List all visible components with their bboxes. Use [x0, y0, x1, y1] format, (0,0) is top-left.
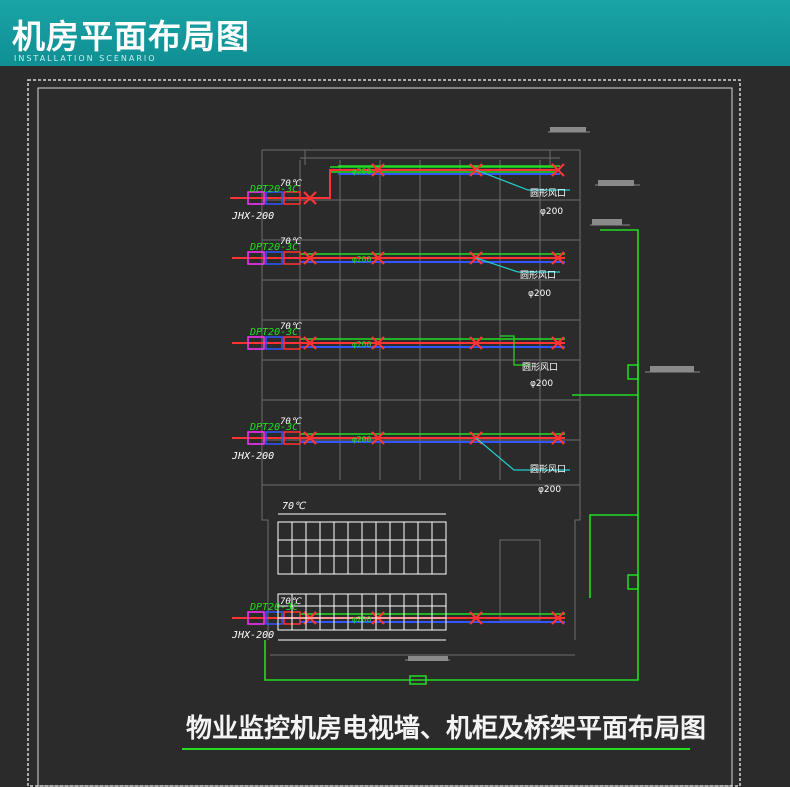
unit-1-temp: 70℃	[280, 179, 302, 189]
unit-5-temp: 70℃	[280, 597, 302, 607]
unit-4-model: DPT20-3C	[249, 422, 298, 433]
unit-5-model: DPT20-3C	[249, 602, 298, 613]
unit-1-model: DPT20-3C	[249, 184, 298, 195]
pipe-dia-4: φ200	[352, 435, 371, 444]
duct-row-3	[232, 335, 565, 366]
duct-row-2	[232, 251, 565, 265]
room-grid	[261, 149, 581, 656]
vent-3-label: 圆形风口	[522, 361, 558, 373]
unit-3-temp: 70℃	[280, 322, 302, 332]
vent-4-label: 圆形风口	[530, 463, 566, 475]
unit-5-code: JHX-200	[231, 630, 274, 641]
tray-junction-3	[409, 675, 427, 685]
pipe-dia-2: φ200	[352, 255, 371, 264]
drawing-caption: 物业监控机房电视墙、机柜及桥架平面布局图	[186, 714, 707, 744]
rack-temp: 70℃	[282, 501, 307, 512]
cable-tray	[264, 166, 639, 681]
page-subtitle: INSTALLATION SCENARIO	[14, 54, 157, 63]
vent-1-label: 圆形风口	[530, 187, 566, 199]
unit-4-code: JHX-200	[231, 451, 274, 462]
rack-grid	[277, 513, 447, 641]
unit-3-model: DPT20-3C	[249, 327, 298, 338]
pipe-dia-1: φ200	[352, 167, 371, 176]
vent-2-label: 圆形风口	[520, 269, 556, 281]
floor-plan: 70℃ DPT20-3C JHX-200 70℃ DPT20-3C 70℃ DP…	[27, 79, 741, 787]
callout-blocks	[408, 127, 694, 661]
vent-labels: 圆形风口 φ200 圆形风口 φ200 圆形风口 φ200 圆形风口 φ200	[520, 187, 566, 495]
pipe-dia-labels: φ200 φ200 φ200 φ200 φ200	[352, 167, 371, 624]
vent-1-dia: φ200	[540, 207, 563, 217]
drawing-frame-outer	[27, 79, 741, 787]
cad-drawing: 70℃ DPT20-3C JHX-200 70℃ DPT20-3C 70℃ DP…	[0, 66, 790, 787]
unit-2-temp: 70℃	[280, 237, 302, 247]
pipe-dia-3: φ200	[352, 340, 371, 349]
tray-junction-2	[627, 574, 639, 590]
unit-labels: 70℃ DPT20-3C JHX-200 70℃ DPT20-3C 70℃ DP…	[231, 179, 307, 641]
unit-4-temp: 70℃	[280, 417, 302, 427]
unit-1-code: JHX-200	[231, 211, 274, 222]
duct-row-4	[232, 431, 565, 445]
vent-3-dia: φ200	[530, 379, 553, 389]
tray-junction-1	[627, 364, 639, 380]
vent-2-dia: φ200	[528, 289, 551, 299]
vent-leaders	[475, 169, 570, 471]
drawing-frame-inner	[37, 87, 733, 787]
damper-markers	[303, 163, 565, 625]
pipe-dia-5: φ200	[352, 615, 371, 624]
page-title: 机房平面布局图	[12, 17, 250, 56]
vent-4-dia: φ200	[538, 485, 561, 495]
header-banner: 机房平面布局图 INSTALLATION SCENARIO	[0, 0, 790, 66]
unit-2-model: DPT20-3C	[249, 242, 298, 253]
